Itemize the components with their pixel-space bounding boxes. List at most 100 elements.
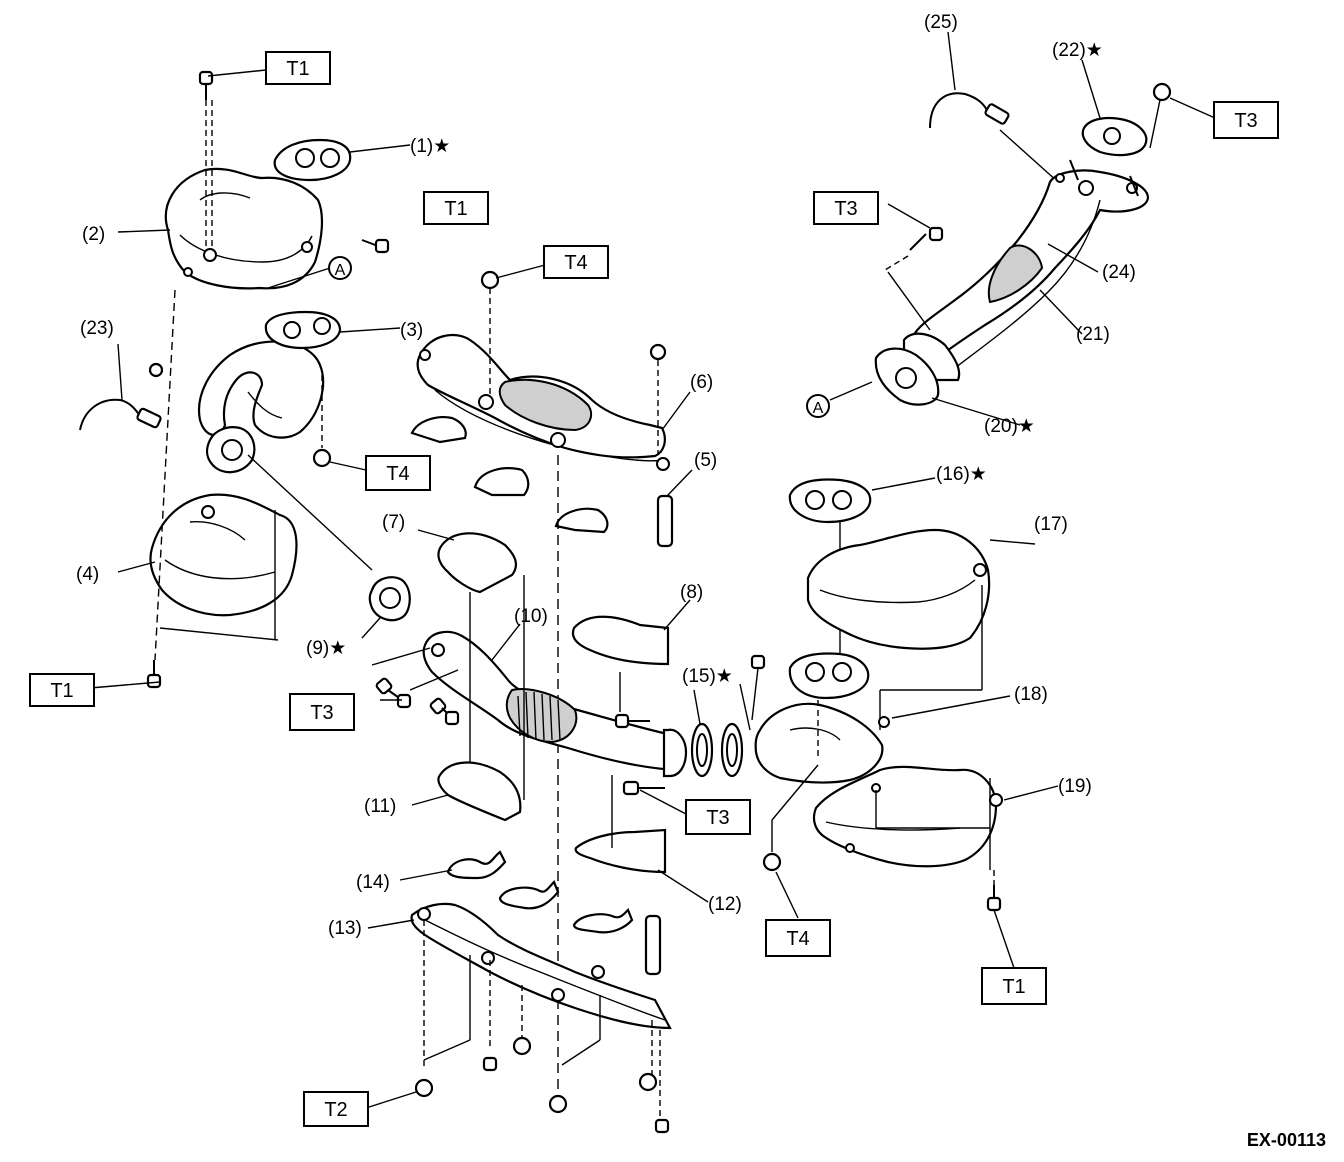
bolt-15-upper [614,713,650,729]
torque-box-t3-right: T3 [813,191,879,225]
torque-box-t4-left-text: T4 [386,463,409,485]
heat-shield-17 [806,528,991,650]
heat-shield-11 [437,761,522,822]
label-part-12: (12) [708,894,742,915]
nut-t4-right [762,852,782,872]
bolt-13a [482,1056,498,1072]
pipe-18 [754,652,890,784]
torque-box-t1-upper-right-text: T1 [444,198,467,220]
exhaust-gasket-1 [273,138,352,182]
torque-box-t3-top-right: T3 [1213,101,1279,139]
nut-t2 [414,1078,434,1098]
torque-box-t1-right-text: T1 [1002,976,1025,998]
diagram-code: EX-00113 [1247,1130,1326,1150]
torque-box-t3-left-text: T3 [310,702,333,724]
torque-box-t3-center-text: T3 [706,807,729,829]
label-part-6: (6) [690,372,713,393]
side-cover-4 [149,493,298,617]
torque-box-t3-top-right-text: T3 [1234,110,1257,132]
nut-6 [649,343,667,361]
hanger-5 [656,494,674,548]
torque-box-t2: T2 [303,1091,369,1127]
bolts-t3-left [375,677,460,726]
o2-sensor-23 [79,398,162,431]
torque-box-t1-right: T1 [981,967,1047,1005]
label-part-4: (4) [76,564,99,585]
label-part-17: (17) [1034,514,1068,535]
nut-t4-top [480,270,500,290]
label-part-24: (24) [1102,262,1136,283]
upper-heat-shield-2 [164,167,324,290]
nut-13b [548,1094,568,1114]
label-part-19: (19) [1058,776,1092,797]
gasket-16 [788,478,872,524]
bolt-15 [750,654,766,670]
nut-t3-top [1152,82,1172,102]
gasket-9 [368,576,411,622]
torque-box-t3-left: T3 [289,693,355,731]
heat-shield-8 [571,615,670,666]
label-part-18: (18) [1014,684,1048,705]
front-exhaust-pipe-3 [197,310,342,474]
torque-box-t4-top: T4 [543,245,609,279]
clamp-14 [446,850,634,934]
lower-cover-13 [410,902,672,1030]
heat-shield-7 [437,532,518,594]
connection-marker-a-right: A [806,394,830,418]
label-part-1: (1)★ [410,136,450,157]
leader-lines [117,31,1101,929]
torque-box-t4-top-text: T4 [564,252,587,274]
bolt-bottom-left [146,660,162,689]
label-part-7: (7) [382,512,405,533]
torque-box-t1-top-text: T1 [286,58,309,80]
label-part-5: (5) [694,450,717,471]
hanger-13 [644,914,662,976]
bolt-t3-center [622,780,665,796]
label-part-10: (10) [514,606,548,627]
bracket-b [473,467,530,497]
pipe-24-21 [902,159,1150,382]
torque-box-t3-right-text: T3 [834,198,857,220]
label-part-9: (9)★ [306,638,346,659]
bolt-shield-right [361,238,390,254]
connection-marker-a-left: A [328,256,352,280]
label-part-22: (22)★ [1052,40,1103,61]
torque-box-t4-right: T4 [765,919,831,957]
nut-t4-left [312,448,332,468]
label-part-23: (23) [80,318,114,339]
catalytic-pipe-6 [416,333,670,471]
label-part-3: (3) [400,320,423,341]
gasket-22 [1081,117,1148,157]
torque-box-t2-text: T2 [324,1099,347,1121]
label-part-15: (15)★ [682,666,733,687]
bracket-c [554,507,609,534]
torque-box-t3-center: T3 [685,799,751,835]
bolt-t3-right [909,226,944,251]
marker-a-right-text: A [813,400,824,417]
label-part-16: (16)★ [936,464,987,485]
nut-13c [638,1072,658,1092]
label-part-11: (11) [364,796,396,817]
torque-box-t1-left: T1 [29,673,95,707]
nut-13a [512,1036,532,1056]
torque-box-t4-left: T4 [365,455,431,491]
torque-box-t1-upper-right: T1 [423,191,489,225]
bracket-a [410,416,467,444]
label-part-2: (2) [82,224,105,245]
bolt-13b [654,1118,670,1134]
label-part-13: (13) [328,918,362,939]
torque-box-t1-left-text: T1 [50,680,73,702]
nut-left [148,362,164,378]
lower-cover-19 [812,765,1003,868]
gasket-20 [874,347,940,406]
label-part-8: (8) [680,582,703,603]
torque-box-t1-top: T1 [265,51,331,85]
label-part-14: (14) [356,872,390,893]
torque-box-t4-right-text: T4 [786,928,809,950]
label-part-25: (25) [924,12,958,33]
heat-shield-12 [574,828,667,874]
o2-sensor-25 [929,92,1010,129]
bolt-t1-right [986,896,1002,912]
label-part-21: (21) [1076,324,1110,345]
